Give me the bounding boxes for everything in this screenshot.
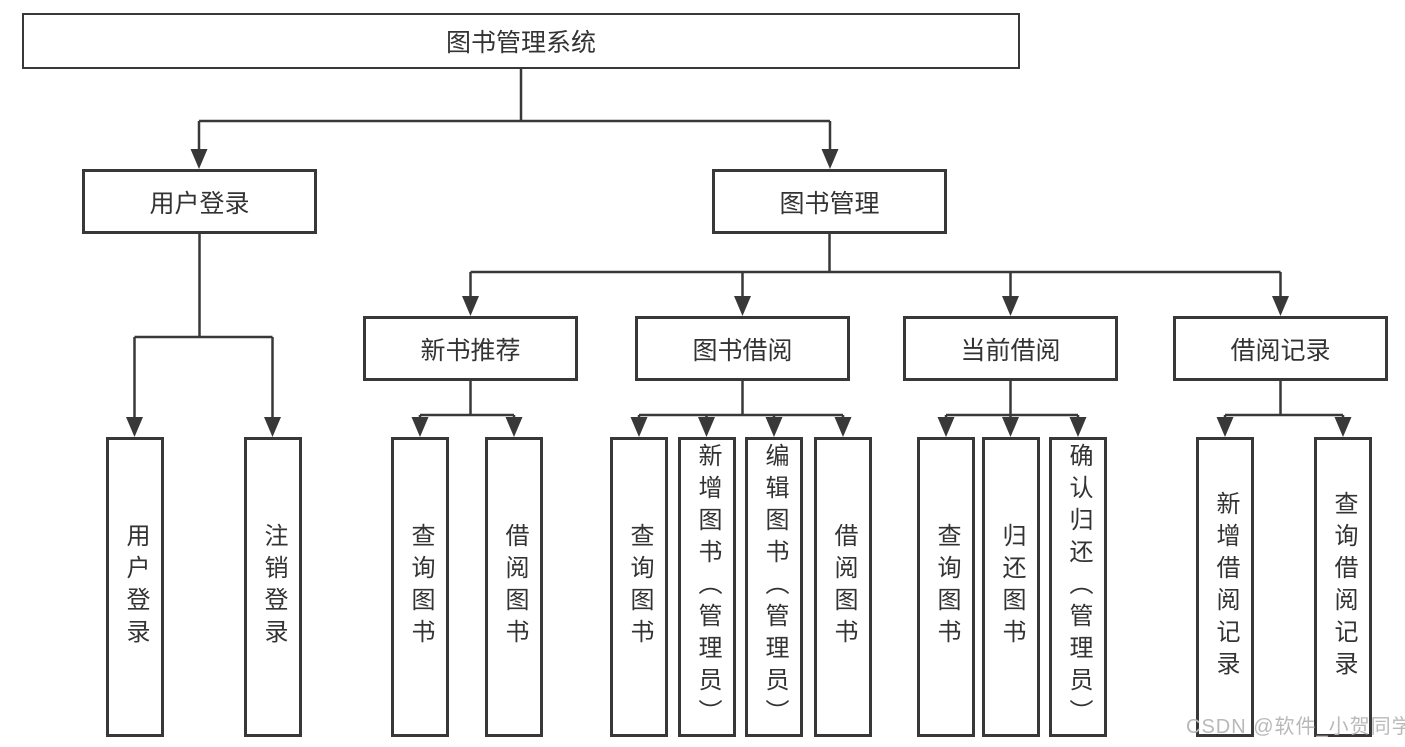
arrowhead-icon bbox=[765, 417, 783, 437]
leaf-label: 借阅图书 bbox=[501, 523, 528, 651]
arrowhead-icon bbox=[462, 296, 479, 316]
node-label: 图书管理 bbox=[779, 189, 880, 218]
leaf-logout: 注销登录 bbox=[244, 437, 302, 737]
leaf-add-book-admin: 新增图书（管理员） bbox=[678, 437, 736, 737]
leaf-borrow-book: 借阅图书 bbox=[814, 437, 872, 737]
arrowhead-icon bbox=[264, 417, 281, 437]
arrowhead-icon bbox=[1002, 417, 1019, 437]
node-user-login: 用户登录 bbox=[82, 169, 317, 234]
arrowhead-icon bbox=[505, 417, 523, 437]
leaf-borrow-book-recommend: 借阅图书 bbox=[485, 437, 543, 737]
leaf-confirm-return-admin: 确认归还（管理员） bbox=[1049, 437, 1107, 737]
leaf-label: 借阅图书 bbox=[830, 523, 857, 651]
leaf-label: 新增图书（管理员） bbox=[694, 443, 721, 731]
leaf-label: 注销登录 bbox=[260, 523, 287, 651]
leaf-edit-book-admin: 编辑图书（管理员） bbox=[745, 437, 803, 737]
leaf-label: 编辑图书（管理员） bbox=[761, 443, 788, 731]
arrowhead-icon bbox=[1272, 296, 1289, 316]
arrowhead-icon bbox=[834, 417, 852, 437]
node-book-management: 图书管理 bbox=[712, 169, 947, 234]
node-current-borrow: 当前借阅 bbox=[903, 316, 1118, 381]
arrowhead-icon bbox=[734, 296, 751, 316]
leaf-user-login: 用户登录 bbox=[106, 437, 164, 737]
node-label: 用户登录 bbox=[149, 189, 250, 218]
node-borrow-record: 借阅记录 bbox=[1173, 316, 1388, 381]
node-book-borrow: 图书借阅 bbox=[635, 316, 850, 381]
leaf-label: 新增借阅记录 bbox=[1212, 491, 1239, 683]
node-system-root: 图书管理系统 bbox=[22, 13, 1020, 69]
leaf-label: 查询图书 bbox=[933, 523, 960, 651]
csdn-watermark: CSDN @软件_小贺同学 bbox=[1186, 716, 1405, 738]
arrowhead-icon bbox=[1216, 417, 1234, 437]
leaf-return-book: 归还图书 bbox=[982, 437, 1040, 737]
node-label: 图书借阅 bbox=[692, 336, 793, 365]
leaf-query-borrow-record: 查询借阅记录 bbox=[1314, 437, 1372, 737]
leaf-query-book-current: 查询图书 bbox=[917, 437, 975, 737]
arrowhead-icon bbox=[937, 417, 955, 437]
leaf-label: 用户登录 bbox=[122, 523, 149, 651]
arrowhead-icon bbox=[1002, 296, 1019, 316]
arrowhead-icon bbox=[126, 417, 143, 437]
leaf-label: 归还图书 bbox=[998, 523, 1025, 651]
arrowhead-icon bbox=[1334, 417, 1352, 437]
node-label: 借阅记录 bbox=[1230, 336, 1331, 365]
arrowhead-icon bbox=[190, 149, 208, 169]
arrowhead-icon bbox=[630, 417, 648, 437]
node-new-book-recommend: 新书推荐 bbox=[363, 316, 578, 381]
arrowhead-icon bbox=[411, 417, 429, 437]
node-label: 当前借阅 bbox=[960, 336, 1061, 365]
arrowhead-icon bbox=[1069, 417, 1087, 437]
leaf-add-borrow-record: 新增借阅记录 bbox=[1196, 437, 1254, 737]
leaf-query-book-borrow: 查询图书 bbox=[610, 437, 668, 737]
arrowhead-icon bbox=[821, 149, 839, 169]
leaf-query-book-recommend: 查询图书 bbox=[391, 437, 449, 737]
node-label: 图书管理系统 bbox=[445, 29, 596, 57]
node-label: 新书推荐 bbox=[420, 336, 521, 365]
leaf-label: 查询借阅记录 bbox=[1330, 491, 1357, 683]
leaf-label: 查询图书 bbox=[626, 523, 653, 651]
arrowhead-icon bbox=[698, 417, 715, 437]
leaf-label: 确认归还（管理员） bbox=[1065, 443, 1092, 731]
leaf-label: 查询图书 bbox=[407, 523, 434, 651]
